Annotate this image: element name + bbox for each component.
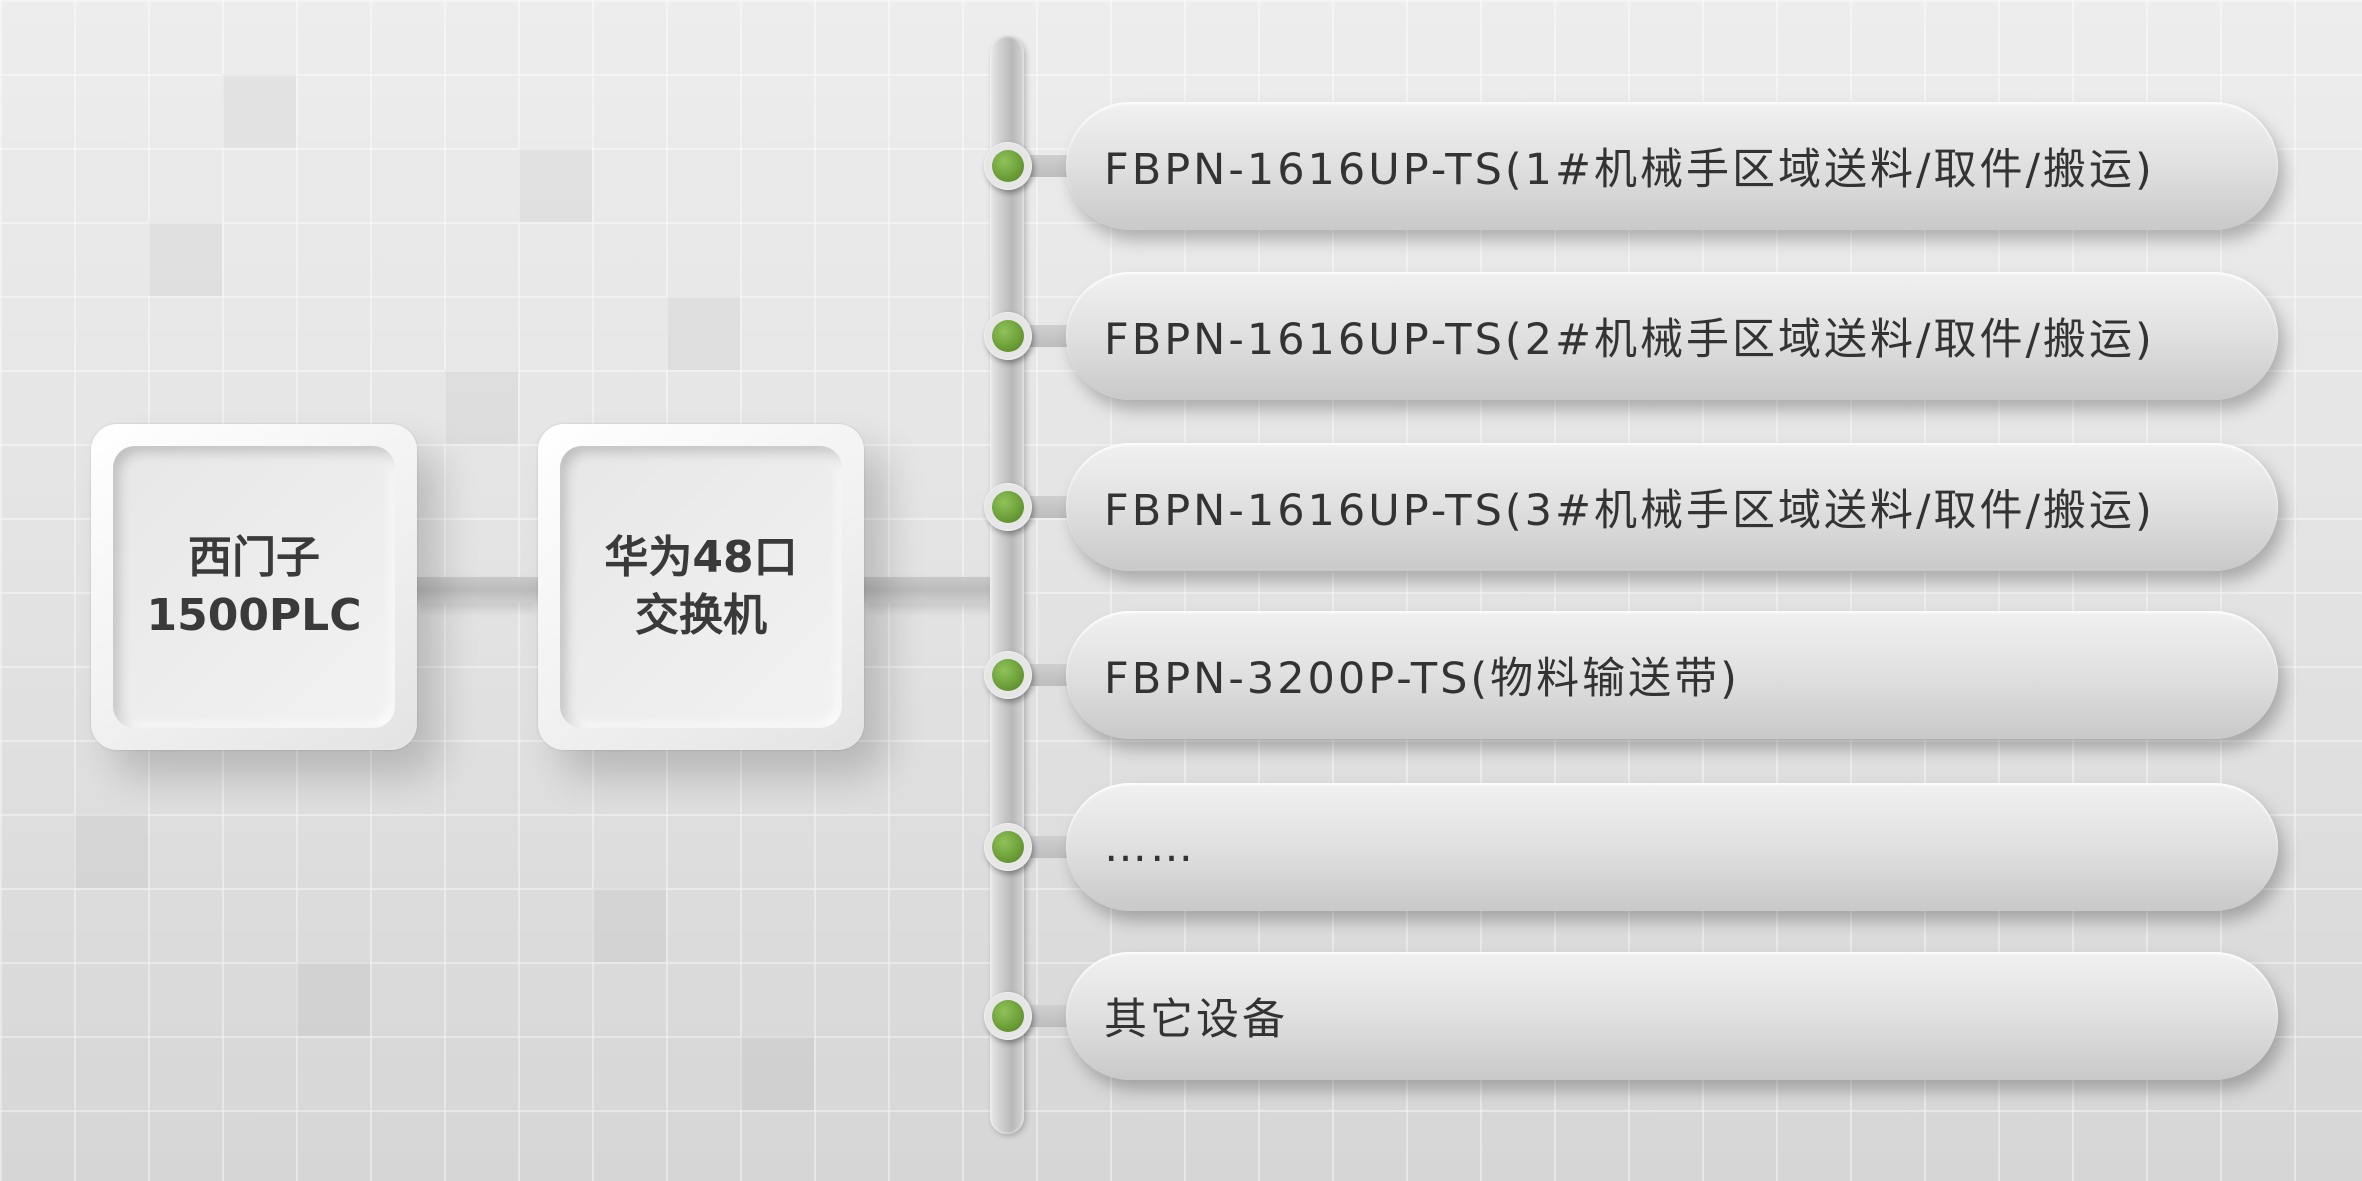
device-node-dot-4 <box>984 651 1032 699</box>
background-tile <box>74 814 148 888</box>
device-node-dot-2 <box>984 312 1032 360</box>
background-tile <box>222 74 296 148</box>
background-tile <box>666 296 740 370</box>
device-label-1: FBPN-1616UP-TS(1#机械手区域送料/取件/搬运) <box>1104 145 2155 195</box>
background-tile <box>740 1036 814 1110</box>
connector-plc-switch <box>417 577 538 603</box>
device-label-5: …… <box>1104 822 1196 872</box>
device-node-dot-3 <box>984 483 1032 531</box>
device-node-dot-6 <box>984 992 1032 1040</box>
device-item-6: 其它设备 <box>1066 952 2278 1080</box>
switch-node: 华为48口 交换机 <box>538 424 864 750</box>
device-label-2: FBPN-1616UP-TS(2#机械手区域送料/取件/搬运) <box>1104 315 2155 365</box>
plc-node-label-line-1: 西门子 <box>188 532 320 583</box>
plc-node: 西门子 1500PLC <box>91 424 417 750</box>
network-bus-bar <box>990 36 1024 1134</box>
switch-node-label-line-1: 华为48口 <box>604 532 798 583</box>
device-node-dot-1 <box>984 142 1032 190</box>
device-node-dot-5 <box>984 823 1032 871</box>
device-item-5: …… <box>1066 783 2278 911</box>
device-item-1: FBPN-1616UP-TS(1#机械手区域送料/取件/搬运) <box>1066 102 2278 230</box>
connector-switch-bus <box>864 577 994 603</box>
plc-node-label-line-2: 1500PLC <box>146 590 362 641</box>
background-tile <box>148 222 222 296</box>
plc-node-face: 西门子 1500PLC <box>113 446 395 728</box>
background-tile <box>518 148 592 222</box>
device-label-3: FBPN-1616UP-TS(3#机械手区域送料/取件/搬运) <box>1104 486 2155 536</box>
device-item-4: FBPN-3200P-TS(物料输送带) <box>1066 611 2278 739</box>
device-label-6: 其它设备 <box>1104 995 1288 1045</box>
switch-node-face: 华为48口 交换机 <box>560 446 842 728</box>
device-label-4: FBPN-3200P-TS(物料输送带) <box>1104 654 1740 704</box>
background-tile <box>592 888 666 962</box>
switch-node-label-line-2: 交换机 <box>635 590 767 641</box>
background-tile <box>296 962 370 1036</box>
device-item-2: FBPN-1616UP-TS(2#机械手区域送料/取件/搬运) <box>1066 272 2278 400</box>
background-tile <box>444 370 518 444</box>
device-item-3: FBPN-1616UP-TS(3#机械手区域送料/取件/搬运) <box>1066 443 2278 571</box>
